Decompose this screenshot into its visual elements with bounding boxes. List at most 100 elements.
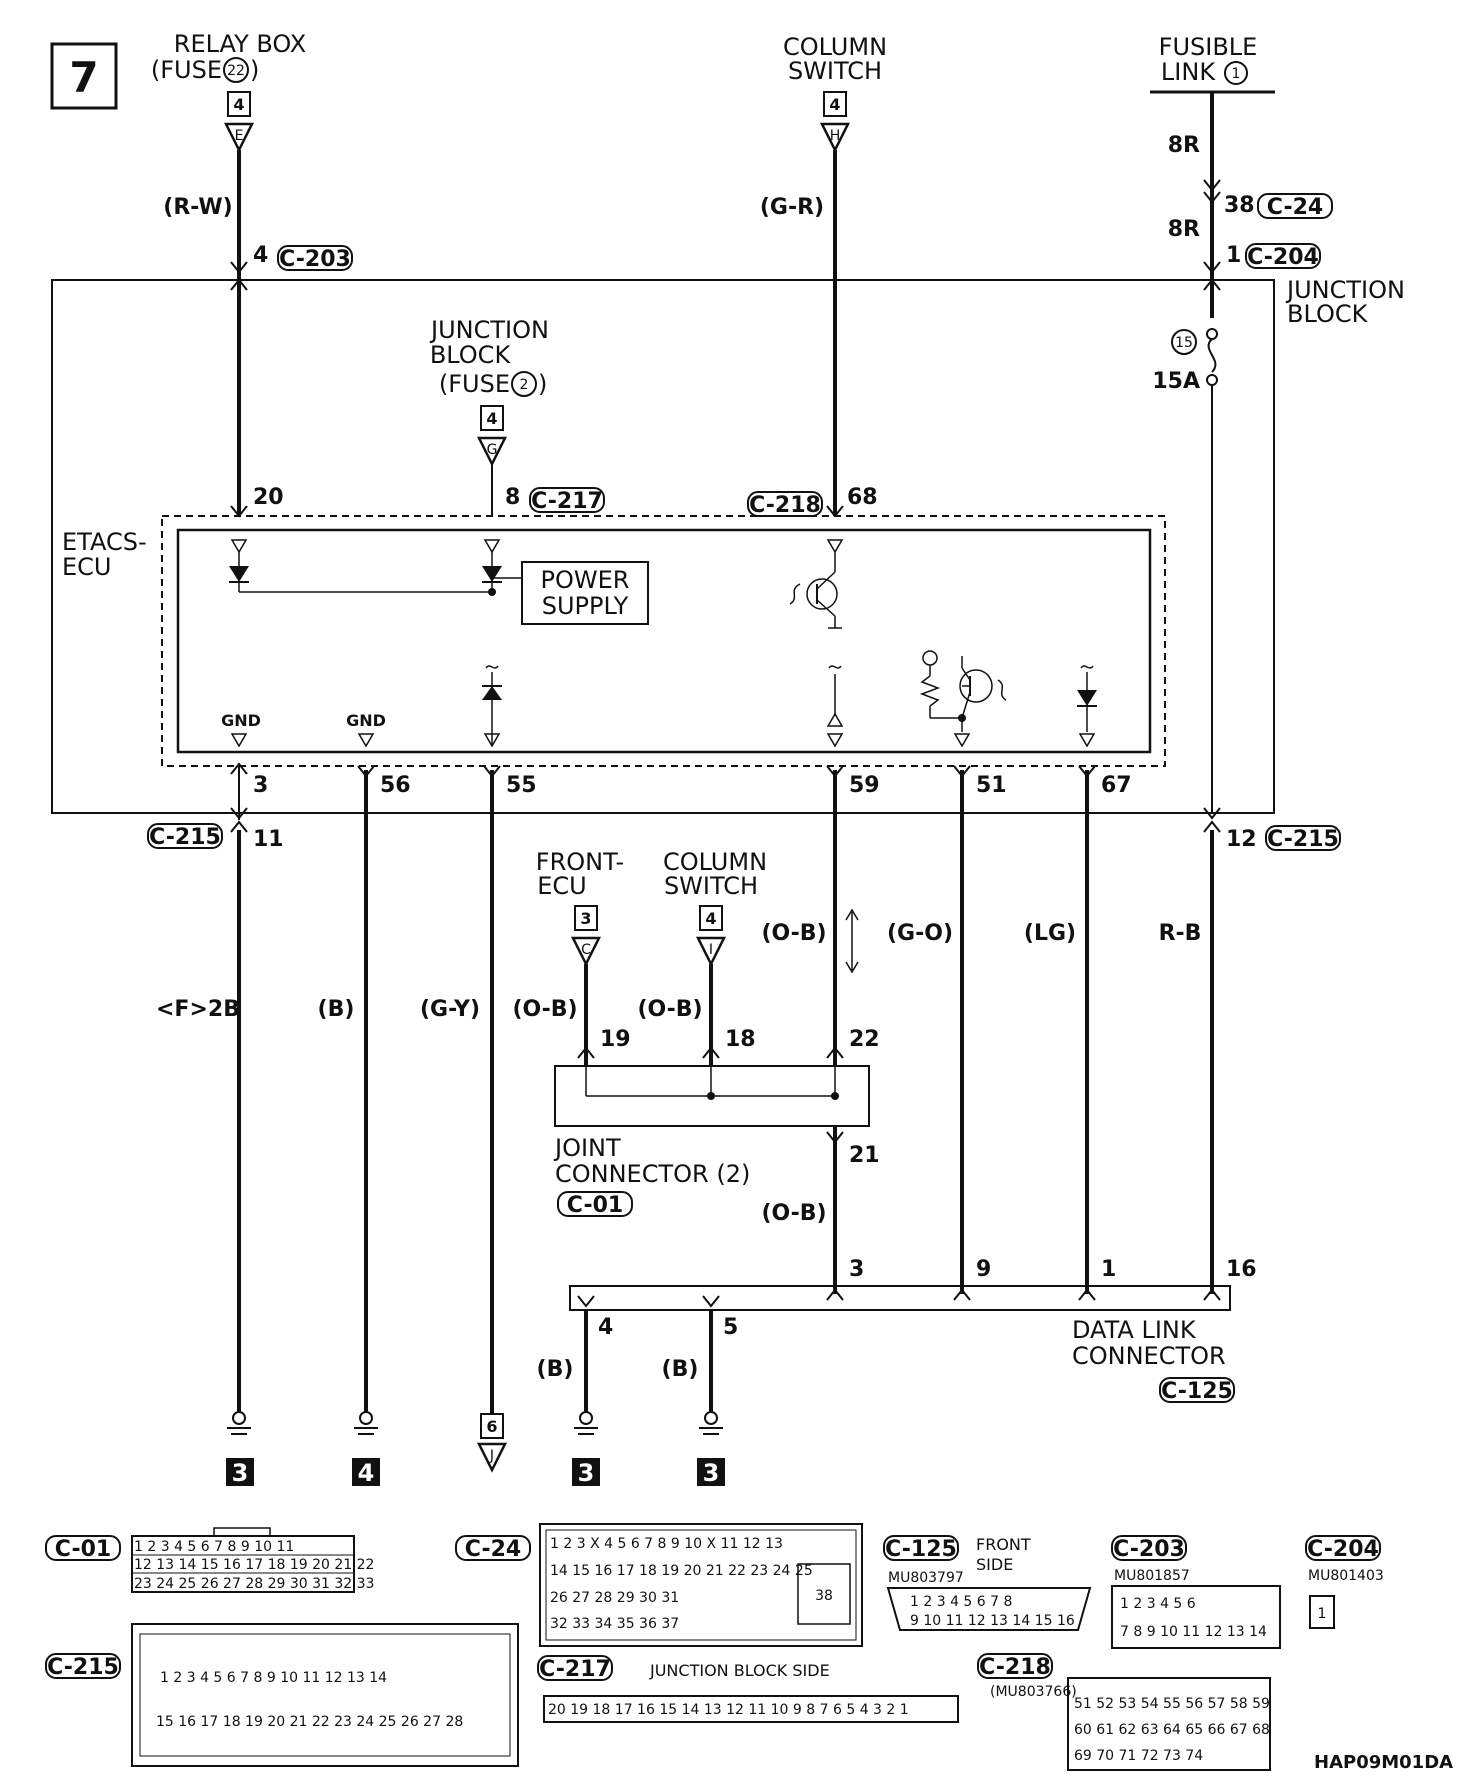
svg-text:DATA LINK: DATA LINK <box>1072 1316 1197 1344</box>
svg-text:23 24 25 26 27 28 29 30 31 32: 23 24 25 26 27 28 29 30 31 32 33 <box>134 1576 374 1592</box>
svg-text:9 10 11 12 13 14 15 16: 9 10 11 12 13 14 15 16 <box>910 1613 1075 1629</box>
svg-text:2: 2 <box>520 377 529 393</box>
svg-text:4: 4 <box>358 1459 375 1487</box>
svg-text:(LG): (LG) <box>1024 921 1076 946</box>
svg-text:C-125: C-125 <box>1161 1379 1233 1404</box>
svg-text:1 2 3 4 5 6: 1 2 3 4 5 6 <box>1120 1596 1196 1612</box>
svg-text:1 2 3 4 5 6 7 8: 1 2 3 4 5 6 7 8 <box>910 1594 1012 1610</box>
svg-text:FRONT-: FRONT- <box>536 848 624 876</box>
svg-text:6: 6 <box>486 1417 497 1436</box>
svg-text:JOINT: JOINT <box>553 1134 621 1162</box>
svg-text:C-203: C-203 <box>1113 1537 1185 1562</box>
svg-text:J: J <box>489 1448 494 1464</box>
diagram-code: HAP09M01DA <box>1314 1752 1453 1773</box>
svg-text:14 15 16 17 18 19 20 21 22 23: 14 15 16 17 18 19 20 21 22 23 24 25 <box>550 1563 813 1579</box>
svg-text:(O-B): (O-B) <box>761 921 826 946</box>
svg-text:H: H <box>830 128 841 144</box>
svg-text:SWITCH: SWITCH <box>788 57 882 85</box>
svg-text:15: 15 <box>1175 335 1193 351</box>
svg-text:(R-W): (R-W) <box>163 195 232 220</box>
svg-text:4: 4 <box>486 409 497 428</box>
svg-text:G: G <box>487 442 498 458</box>
svg-text:1: 1 <box>1318 1606 1327 1622</box>
svg-text:19: 19 <box>600 1027 631 1052</box>
svg-text:3: 3 <box>849 1257 864 1282</box>
svg-text:59: 59 <box>849 773 880 798</box>
svg-text:68: 68 <box>847 485 878 510</box>
svg-text:FUSIBLE: FUSIBLE <box>1159 33 1258 61</box>
svg-text:4: 4 <box>829 95 840 114</box>
svg-text:8: 8 <box>505 485 520 510</box>
svg-text:C-01: C-01 <box>55 1537 111 1562</box>
svg-text:LINK: LINK <box>1161 58 1216 86</box>
svg-text:BLOCK: BLOCK <box>1287 300 1369 328</box>
svg-text:C-125: C-125 <box>885 1537 957 1562</box>
svg-text:(O-B): (O-B) <box>761 1201 826 1226</box>
svg-text:20 19 18 17 16 15 14 13 12 11: 20 19 18 17 16 15 14 13 12 11 10 9 8 7 6… <box>548 1702 909 1718</box>
svg-text:COLUMN: COLUMN <box>783 33 887 61</box>
svg-text:1 2 3 X 4 5 6 7 8 9 10 X 11 1: 1 2 3 X 4 5 6 7 8 9 10 X 11 12 13 <box>550 1536 783 1552</box>
svg-text:C-24: C-24 <box>1267 195 1323 220</box>
svg-text:FRONT: FRONT <box>976 1535 1031 1554</box>
svg-text:MU803797: MU803797 <box>888 1570 964 1586</box>
svg-text:JUNCTION: JUNCTION <box>429 316 549 344</box>
svg-text:15 16 17 18 19 20 21 22 23 24: 15 16 17 18 19 20 21 22 23 24 25 26 27 2… <box>156 1714 463 1730</box>
relay-box-title: RELAY BOX <box>174 30 306 58</box>
svg-text:C-24: C-24 <box>465 1537 521 1562</box>
svg-text:C-217: C-217 <box>531 489 603 514</box>
svg-text:1: 1 <box>1101 1257 1116 1282</box>
svg-text:5: 5 <box>723 1315 738 1340</box>
svg-text:BLOCK: BLOCK <box>430 341 512 369</box>
svg-text:60 61 62 63 64 65 66 67 68: 60 61 62 63 64 65 66 67 68 <box>1074 1722 1270 1738</box>
svg-text:51: 51 <box>976 773 1007 798</box>
svg-text:SUPPLY: SUPPLY <box>542 592 629 620</box>
svg-text:20: 20 <box>253 485 284 510</box>
svg-text:1 2 3 4 5 6 7 8 9 10: 1 2 3 4 5 6 7 8 9 10 11 12 13 14 <box>160 1670 387 1686</box>
svg-text:(O-B): (O-B) <box>512 997 577 1022</box>
svg-text:(O-B): (O-B) <box>637 997 702 1022</box>
svg-text:3: 3 <box>578 1459 595 1487</box>
svg-text:3: 3 <box>232 1459 249 1487</box>
svg-text:E: E <box>235 128 244 144</box>
svg-text:4: 4 <box>598 1315 613 1340</box>
ground-icon <box>699 1411 723 1435</box>
svg-text:CONNECTOR: CONNECTOR <box>1072 1342 1226 1370</box>
relay-box-ref: 4 <box>233 95 244 114</box>
svg-text:(G-R): (G-R) <box>760 195 824 220</box>
ground-icon <box>354 1411 378 1435</box>
svg-text:3: 3 <box>253 773 268 798</box>
relay-box-sub: (FUSE <box>151 56 222 84</box>
svg-text:(MU803766): (MU803766) <box>990 1684 1077 1700</box>
svg-text:MU801403: MU801403 <box>1308 1568 1384 1584</box>
svg-text:55: 55 <box>506 773 537 798</box>
page-number: 7 <box>69 53 98 102</box>
svg-text:MU801857: MU801857 <box>1114 1568 1190 1584</box>
svg-text:R-B: R-B <box>1159 921 1202 946</box>
svg-text:(G-Y): (G-Y) <box>420 997 480 1022</box>
svg-text:67: 67 <box>1101 773 1132 798</box>
svg-text:SWITCH: SWITCH <box>664 872 758 900</box>
svg-text:38: 38 <box>815 1588 833 1604</box>
ground-icon <box>227 1411 251 1435</box>
svg-text:3: 3 <box>703 1459 720 1487</box>
svg-text:): ) <box>250 56 259 84</box>
svg-text:69 70 71 72 73 74: 69 70 71 72 73 74 <box>1074 1748 1203 1764</box>
svg-text:21: 21 <box>849 1143 880 1168</box>
svg-text:COLUMN: COLUMN <box>663 848 767 876</box>
svg-text:JUNCTION BLOCK SIDE: JUNCTION BLOCK SIDE <box>649 1661 830 1680</box>
svg-text:ECU: ECU <box>537 872 587 900</box>
svg-text:C: C <box>581 942 591 958</box>
svg-text:(B): (B) <box>662 1357 699 1382</box>
svg-text:C-203: C-203 <box>279 247 351 272</box>
svg-text:C-218: C-218 <box>979 1655 1051 1680</box>
svg-text:C-215: C-215 <box>149 825 221 850</box>
svg-text:12 13 14 15 16 17 18 19 20 21: 12 13 14 15 16 17 18 19 20 21 22 <box>134 1557 374 1573</box>
svg-text:GND: GND <box>221 711 261 730</box>
svg-text:4: 4 <box>705 909 716 928</box>
svg-text:51 52 53 54 55 56 57 58 59: 51 52 53 54 55 56 57 58 59 <box>1074 1696 1270 1712</box>
svg-text:C-215: C-215 <box>1267 827 1339 852</box>
svg-text:1: 1 <box>1226 243 1241 268</box>
svg-text:16: 16 <box>1226 1257 1257 1282</box>
svg-text:18: 18 <box>725 1027 756 1052</box>
